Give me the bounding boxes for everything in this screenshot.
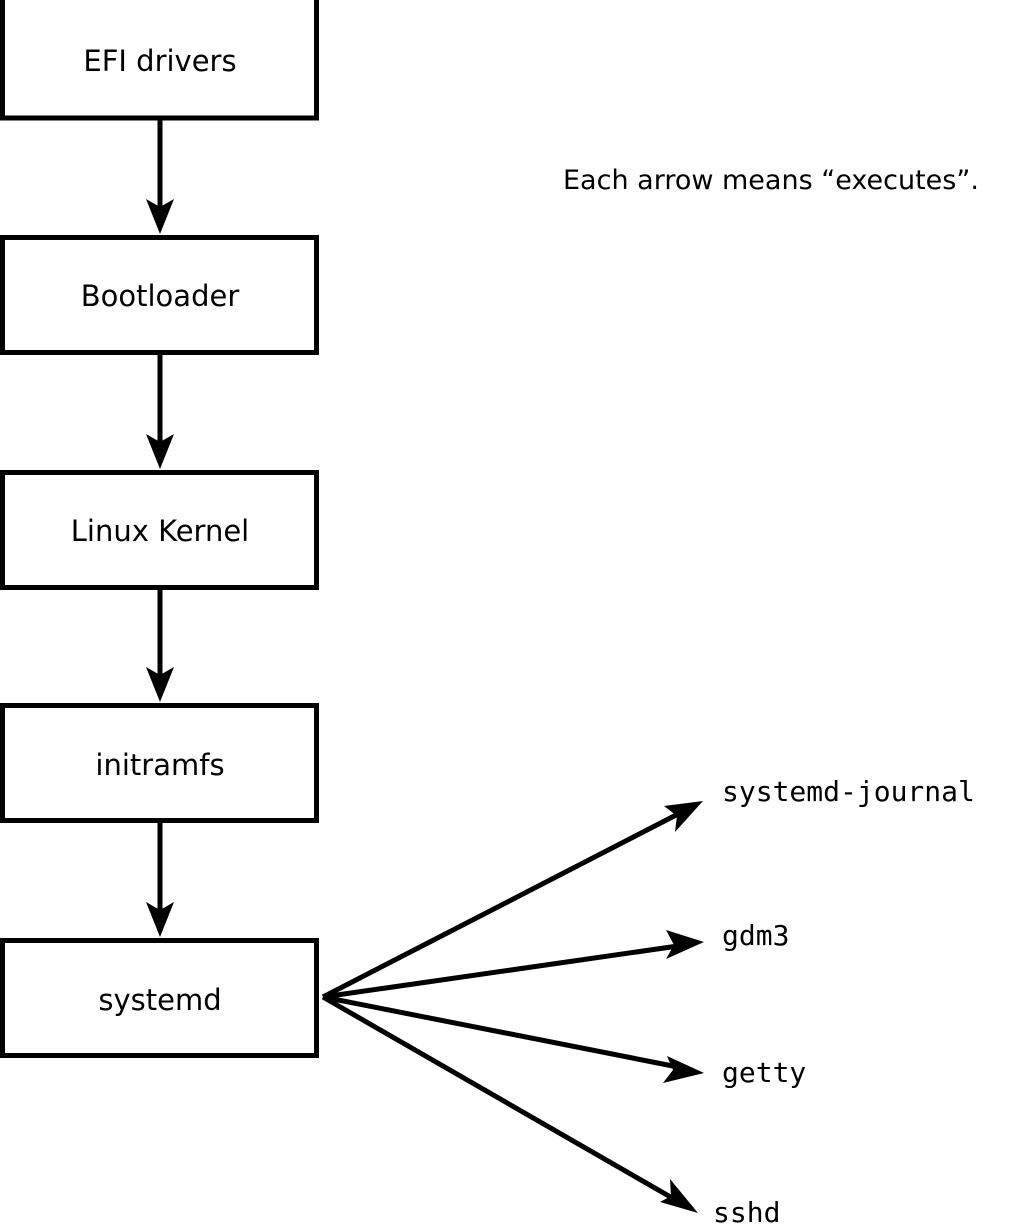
node-efi-drivers[interactable]: EFI drivers: [0, 0, 319, 121]
edge-systemd-to-sshd: [321, 994, 698, 1213]
edge-linux-kernel-to-initramfs: [146, 590, 174, 702]
node-linux-kernel-label: Linux Kernel: [71, 514, 249, 548]
node-gdm3-label: gdm3: [722, 919, 789, 952]
edge-bootloader-to-linux-kernel: [146, 355, 174, 469]
node-bootloader[interactable]: Bootloader: [0, 235, 319, 355]
node-linux-kernel[interactable]: Linux Kernel: [0, 470, 319, 590]
node-efi-drivers-label: EFI drivers: [83, 44, 236, 78]
edge-initramfs-to-systemd: [146, 823, 174, 937]
annotation-each-arrow-means-executes: Each arrow means “executes”.: [563, 165, 979, 196]
node-initramfs-label: initramfs: [95, 748, 224, 782]
node-initramfs[interactable]: initramfs: [0, 703, 319, 823]
node-systemd[interactable]: systemd: [0, 938, 319, 1058]
edge-systemd-to-systemd-journal: [321, 801, 703, 1000]
edge-systemd-to-getty: [322, 994, 704, 1083]
node-systemd-journal-label: systemd-journal: [722, 775, 975, 808]
node-sshd-label: sshd: [713, 1196, 780, 1229]
node-getty-label: getty: [722, 1056, 806, 1089]
edge-systemd-to-gdm3: [322, 930, 704, 1000]
node-bootloader-label: Bootloader: [81, 279, 240, 313]
node-systemd-label: systemd: [98, 983, 221, 1017]
edge-efi-drivers-to-bootloader: [146, 118, 174, 234]
